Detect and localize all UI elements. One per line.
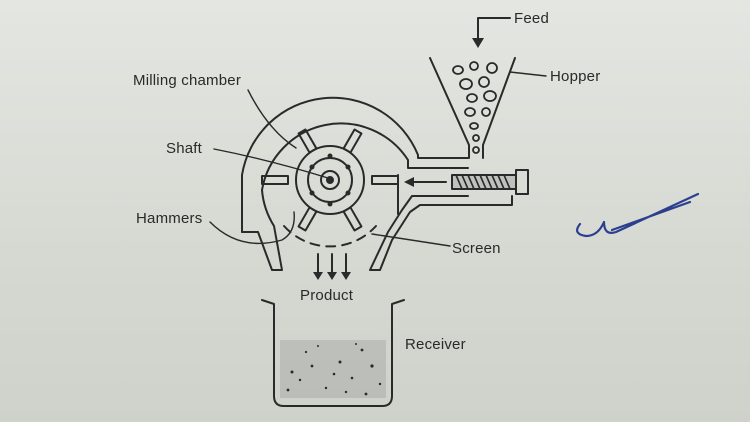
leader-lines — [209, 71, 547, 247]
label-shaft: Shaft — [166, 140, 203, 157]
label-feed: Feed — [514, 10, 549, 27]
receiver — [261, 299, 405, 407]
label-screen: Screen — [452, 240, 501, 257]
hopper — [429, 57, 516, 159]
label-product: Product — [300, 287, 354, 304]
leader-hopper — [509, 71, 547, 77]
leader-milling-chamber — [247, 89, 297, 149]
receiver-product — [280, 340, 386, 398]
label-milling-chamber: Milling chamber — [133, 72, 242, 89]
screw-feeder — [451, 169, 529, 195]
chamber-lower-right — [369, 195, 513, 271]
feed-particles — [452, 61, 498, 154]
handwritten-checkmark — [576, 192, 700, 238]
leader-hammers — [209, 211, 295, 245]
label-hammers: Hammers — [136, 210, 203, 227]
chamber-outer-casing — [241, 96, 469, 233]
leader-shaft — [213, 148, 329, 179]
leader-screen — [371, 233, 451, 247]
hammers — [261, 128, 399, 232]
chamber-outer-casing-lower — [241, 189, 283, 271]
label-receiver: Receiver — [405, 336, 466, 353]
screen — [283, 225, 377, 248]
chamber-inner-casing — [261, 122, 469, 191]
label-hopper: Hopper — [550, 68, 601, 85]
product-arrows — [313, 253, 351, 280]
rotor — [295, 145, 365, 215]
